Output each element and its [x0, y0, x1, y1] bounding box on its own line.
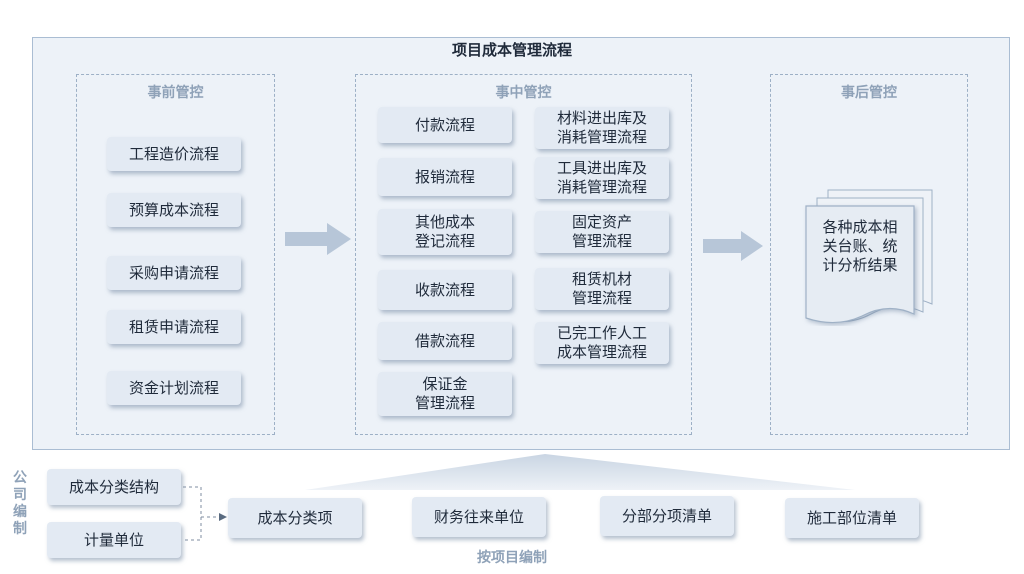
during-left-item[interactable]: 收款流程 — [378, 270, 512, 310]
after-panel: 事后管控 — [770, 74, 968, 435]
during-left-item[interactable]: 报销流程 — [378, 158, 512, 196]
during-left-item[interactable]: 借款流程 — [378, 322, 512, 360]
before-item[interactable]: 工程造价流程 — [107, 137, 241, 171]
during-left-item[interactable]: 保证金 管理流程 — [378, 372, 512, 416]
during-left-item[interactable]: 其他成本 登记流程 — [378, 209, 512, 255]
project-item[interactable]: 施工部位清单 — [785, 498, 919, 538]
right-arrow-icon — [285, 223, 351, 255]
during-left-item[interactable]: 付款流程 — [378, 107, 512, 143]
right-arrow-icon — [703, 231, 763, 261]
before-panel: 事前管控 — [76, 74, 275, 435]
base-triangle — [305, 454, 855, 490]
page-title: 项目成本管理流程 — [451, 41, 572, 59]
before-panel-title: 事前管控 — [147, 85, 204, 101]
before-item[interactable]: 预算成本流程 — [107, 193, 241, 227]
during-right-item[interactable]: 已完工作人工 成本管理流程 — [535, 322, 669, 364]
before-item[interactable]: 资金计划流程 — [107, 371, 241, 405]
during-right-item[interactable]: 工具进出库及 消耗管理流程 — [535, 157, 669, 199]
dashed-connector — [183, 486, 227, 541]
during-panel-title: 事中管控 — [495, 85, 552, 101]
after-panel-title: 事后管控 — [841, 85, 897, 101]
project-item[interactable]: 成本分类项 — [228, 498, 362, 538]
company-label: 公司编制 — [13, 470, 27, 537]
project-label: 按项目编制 — [477, 550, 547, 566]
document-stack-icon — [805, 189, 933, 324]
during-right-item[interactable]: 租赁机材 管理流程 — [535, 268, 669, 310]
company-item[interactable]: 计量单位 — [47, 522, 181, 558]
before-item[interactable]: 租赁申请流程 — [107, 310, 241, 344]
during-panel: 事中管控 — [355, 74, 692, 435]
before-item[interactable]: 采购申请流程 — [107, 256, 241, 290]
company-item[interactable]: 成本分类结构 — [47, 469, 181, 505]
project-item[interactable]: 财务往来单位 — [412, 497, 546, 537]
document-text: 各种成本相 关台账、统 计分析结果 — [822, 218, 898, 274]
project-item[interactable]: 分部分项清单 — [600, 496, 734, 536]
during-right-item[interactable]: 材料进出库及 消耗管理流程 — [535, 107, 669, 149]
during-right-item[interactable]: 固定资产 管理流程 — [535, 211, 669, 253]
